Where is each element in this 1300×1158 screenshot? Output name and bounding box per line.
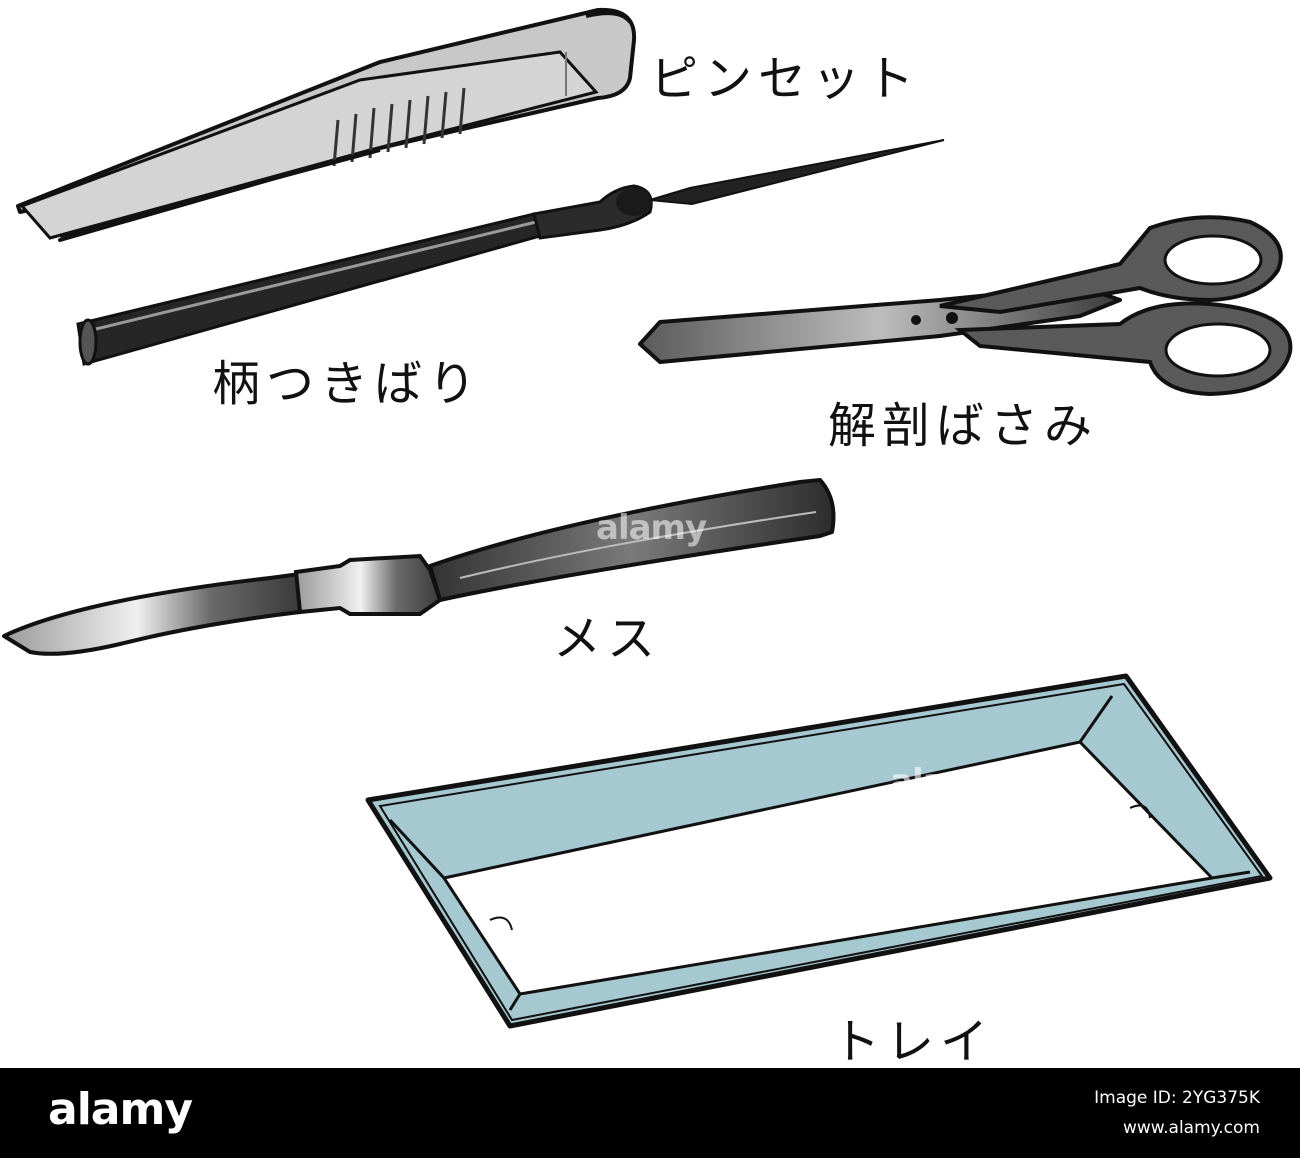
dissecting-tray-icon — [365, 673, 1273, 1029]
tray-label: トレイ — [832, 1014, 995, 1070]
scalpel-icon — [2, 478, 836, 656]
tweezers-icon — [16, 7, 637, 242]
dissecting-scissors-icon — [638, 215, 1293, 397]
dissection-tools-illustration — [2, 7, 1293, 1029]
site-url[interactable]: www.alamy.com — [1122, 1118, 1260, 1138]
tweezers-label: ピンセット — [650, 51, 921, 107]
dissecting-needle-icon — [76, 139, 945, 366]
footer-logo[interactable]: alamy — [48, 1084, 193, 1135]
dissecting-needle-label: 柄つきばり — [212, 356, 483, 412]
dissecting-scissors-label: 解剖ばさみ — [828, 398, 1099, 454]
stock-footer-bar: alamy Image ID: 2YG375K www.alamy.com — [0, 1068, 1300, 1158]
watermark: alamy — [596, 508, 707, 548]
image-id: Image ID: 2YG375K — [1094, 1088, 1260, 1108]
watermark: alamy — [890, 762, 1001, 802]
scalpel-label: メス — [553, 611, 662, 667]
